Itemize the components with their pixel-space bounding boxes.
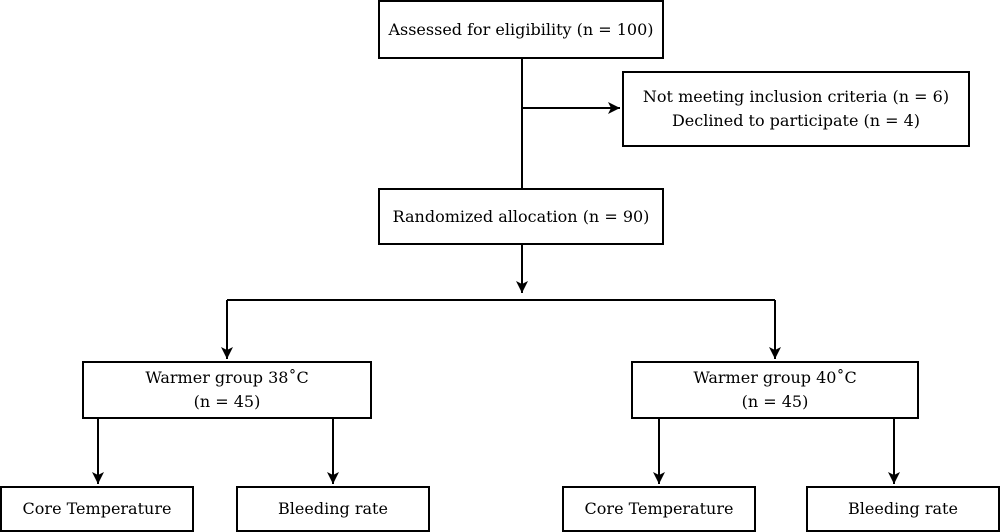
outcome-core-temp-40-label: Core Temperature (584, 499, 734, 518)
group-40-title: Warmer group 40˚C (693, 368, 857, 387)
outcome-core-temp-38-box: Core Temperature (0, 486, 194, 532)
excluded-criteria-text: Not meeting inclusion criteria (n = 6) (642, 87, 950, 106)
outcome-bleeding-40-box: Bleeding rate (806, 486, 1000, 532)
randomized-box: Randomized allocation (n = 90) (378, 188, 664, 245)
outcome-bleeding-38-label: Bleeding rate (278, 499, 388, 518)
group-40-box: Warmer group 40˚C (n = 45) (631, 361, 919, 419)
group-38-count: (n = 45) (193, 392, 261, 411)
randomized-text: Randomized allocation (n = 90) (392, 206, 650, 226)
excluded-declined-text: Declined to participate (n = 4) (671, 111, 921, 130)
group-38-title: Warmer group 38˚C (145, 368, 309, 387)
outcome-core-temp-38-label: Core Temperature (22, 499, 172, 518)
outcome-bleeding-38-box: Bleeding rate (236, 486, 430, 532)
outcome-core-temp-40-box: Core Temperature (562, 486, 756, 532)
excluded-box: Not meeting inclusion criteria (n = 6) D… (622, 71, 970, 147)
assessed-box: Assessed for eligibility (n = 100) (378, 0, 664, 59)
assessed-text: Assessed for eligibility (n = 100) (388, 19, 654, 39)
outcome-bleeding-40-label: Bleeding rate (848, 499, 958, 518)
group-40-count: (n = 45) (741, 392, 809, 411)
group-38-box: Warmer group 38˚C (n = 45) (82, 361, 372, 419)
